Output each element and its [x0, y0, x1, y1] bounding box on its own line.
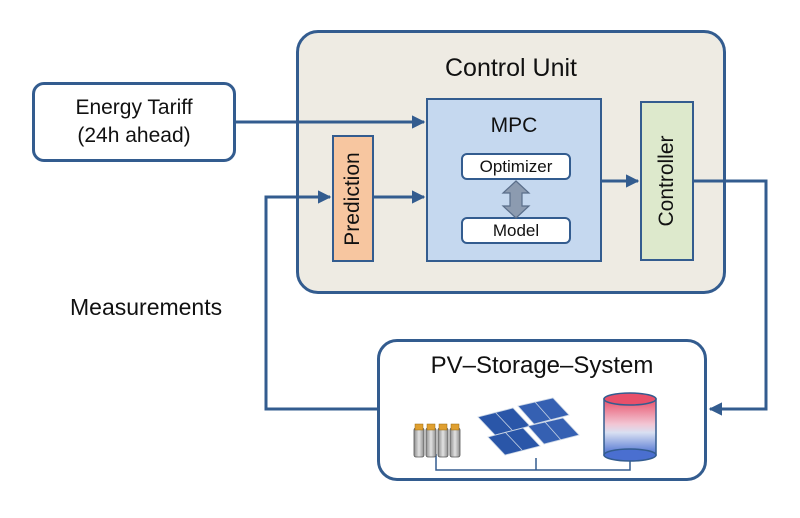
- arrow-controller-to-pv-system: [694, 179, 768, 416]
- controller-box: Controller: [640, 101, 694, 261]
- pv-storage-system-title: PV–Storage–System: [430, 352, 654, 379]
- energy-tariff-box: Energy Tariff (24h ahead): [32, 82, 236, 162]
- energy-tariff-horizon: (24h ahead): [77, 124, 191, 147]
- mpc-title: MPC: [490, 114, 538, 137]
- arrow-measurements-feedback: [264, 190, 377, 411]
- battery-icon: [413, 423, 461, 458]
- control-unit-title: Control Unit: [445, 54, 577, 82]
- solar-panel-icon: [477, 397, 580, 456]
- optimizer-model-double-arrow: [501, 180, 531, 219]
- optimizer-box: Optimizer: [461, 153, 571, 180]
- model-box: Model: [461, 217, 571, 244]
- component-wiring: [435, 454, 631, 471]
- measurements-label: Measurements: [70, 294, 223, 320]
- energy-tariff-label: Energy Tariff: [75, 96, 193, 119]
- prediction-box: Prediction: [332, 135, 374, 262]
- storage-tank-icon: [603, 392, 657, 462]
